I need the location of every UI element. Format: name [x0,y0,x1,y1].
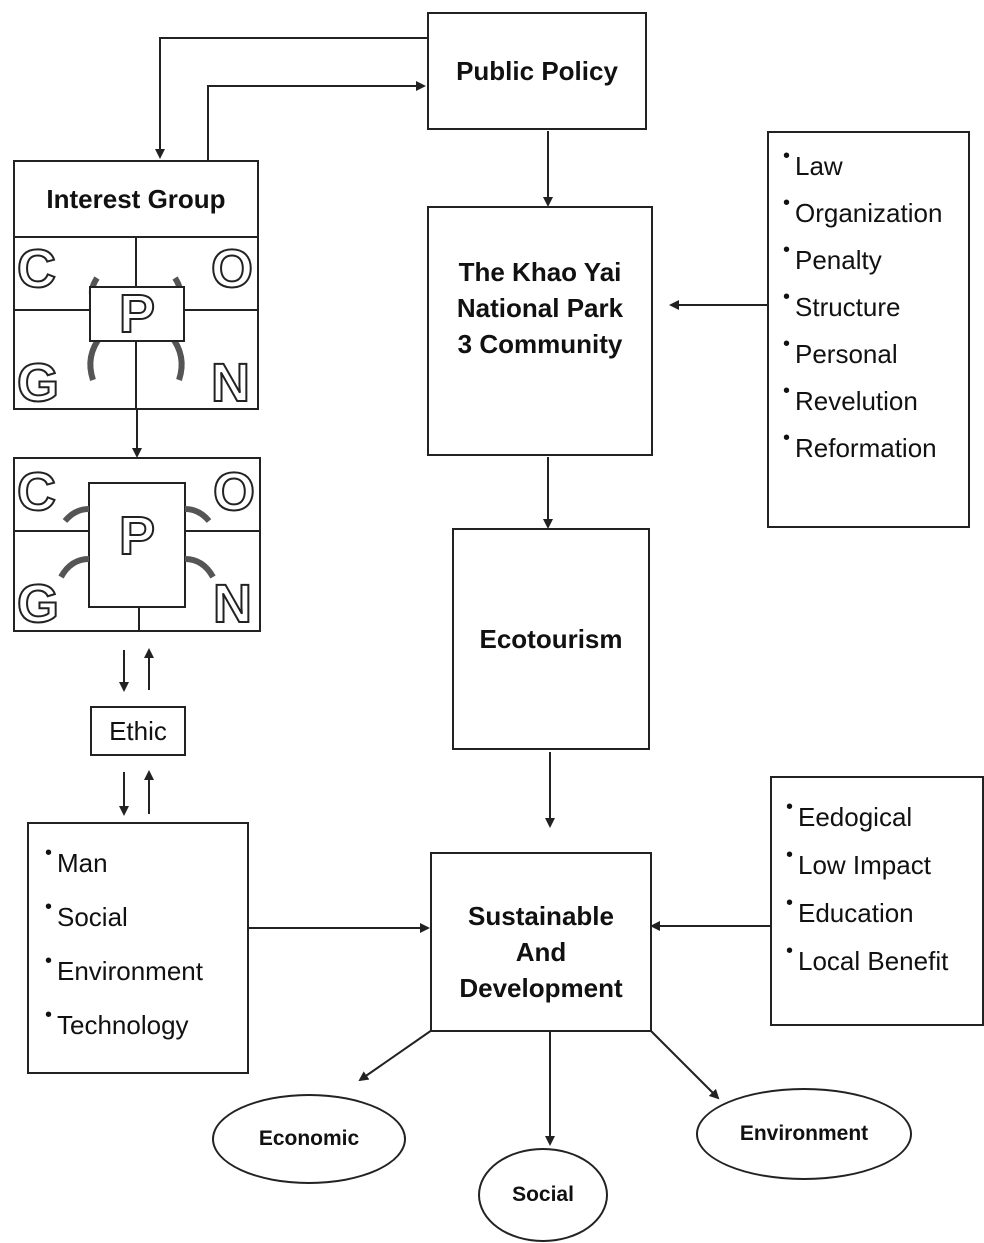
sustainable-line-2: And [515,937,567,967]
to-environment-arrow [649,1029,720,1100]
environment-ellipse: Environment [696,1088,912,1180]
ethic-box: Ethic [90,706,186,756]
list-item: Education [786,892,948,946]
sustainable-line-1: Sustainable [468,901,614,931]
list-item: Law [783,145,942,198]
list-item: Low Impact [786,844,948,898]
list-item: Reformation [783,427,942,480]
letter-o-2: O [212,462,256,522]
list-item: Man [45,842,203,902]
list-item: Penalty [783,239,942,292]
social-label: Social [512,1183,574,1206]
right-top-factors-list: Law Organization Penalty Structure Perso… [783,145,942,480]
ecotourism-label: Ecotourism [479,624,623,654]
ecotourism-box: Ecotourism [452,528,650,750]
letter-c-2: C [16,462,57,522]
grid-lines-2 [15,482,259,630]
right-top-factors-box: Law Organization Penalty Structure Perso… [767,131,970,528]
to-economic-arrow [358,1029,433,1082]
cogn-grid-bottom: C O G N P [13,457,261,632]
list-item: Local Benefit [786,940,948,994]
interest-to-policy-arrow [207,81,426,160]
policy-to-interest-arrow [155,37,428,159]
list-item: Personal [783,333,942,386]
economic-ellipse: Economic [212,1094,406,1184]
list-item: Revelution [783,380,942,433]
letter-n-2: N [212,574,253,634]
left-factors-list: Man Social Environment Technology [45,842,203,1064]
p-box: P [89,286,185,342]
letter-p-2: P [118,506,156,566]
right-bottom-factors-box: Eedogical Low Impact Education Local Ben… [770,776,984,1026]
sustainable-line-3: Development [459,973,623,1003]
khao-yai-line-3: 3 Community [457,329,623,359]
letter-g-2: G [16,574,60,634]
khao-yai-box: The Khao Yai National Park 3 Community [427,206,653,456]
left-factors-box: Man Social Environment Technology [27,822,249,1074]
letter-p: P [118,284,156,344]
public-policy-box: Public Policy [427,12,647,130]
cogn-grid-top: C O G N P [13,236,259,413]
letter-o: O [210,239,254,299]
list-item: Technology [45,1004,203,1064]
list-item: Social [45,896,203,956]
list-item: Environment [45,950,203,1010]
social-ellipse: Social [478,1148,608,1242]
list-item: Organization [783,192,942,245]
letter-c: C [16,239,57,299]
list-item: Eedogical [786,796,948,850]
interest-group-box: Interest Group [13,160,259,238]
environment-label: Environment [739,1122,869,1145]
economic-label: Economic [258,1127,360,1150]
public-policy-label: Public Policy [456,56,618,86]
khao-yai-line-2: National Park [456,293,624,323]
letter-g: G [16,353,60,413]
ethic-label: Ethic [109,715,167,746]
khao-yai-line-1: The Khao Yai [458,257,622,287]
interest-group-label: Interest Group [46,184,226,214]
list-item: Structure [783,286,942,339]
sustainable-box: Sustainable And Development [430,852,652,1032]
letter-n: N [210,353,251,413]
right-bottom-factors-list: Eedogical Low Impact Education Local Ben… [786,796,948,994]
